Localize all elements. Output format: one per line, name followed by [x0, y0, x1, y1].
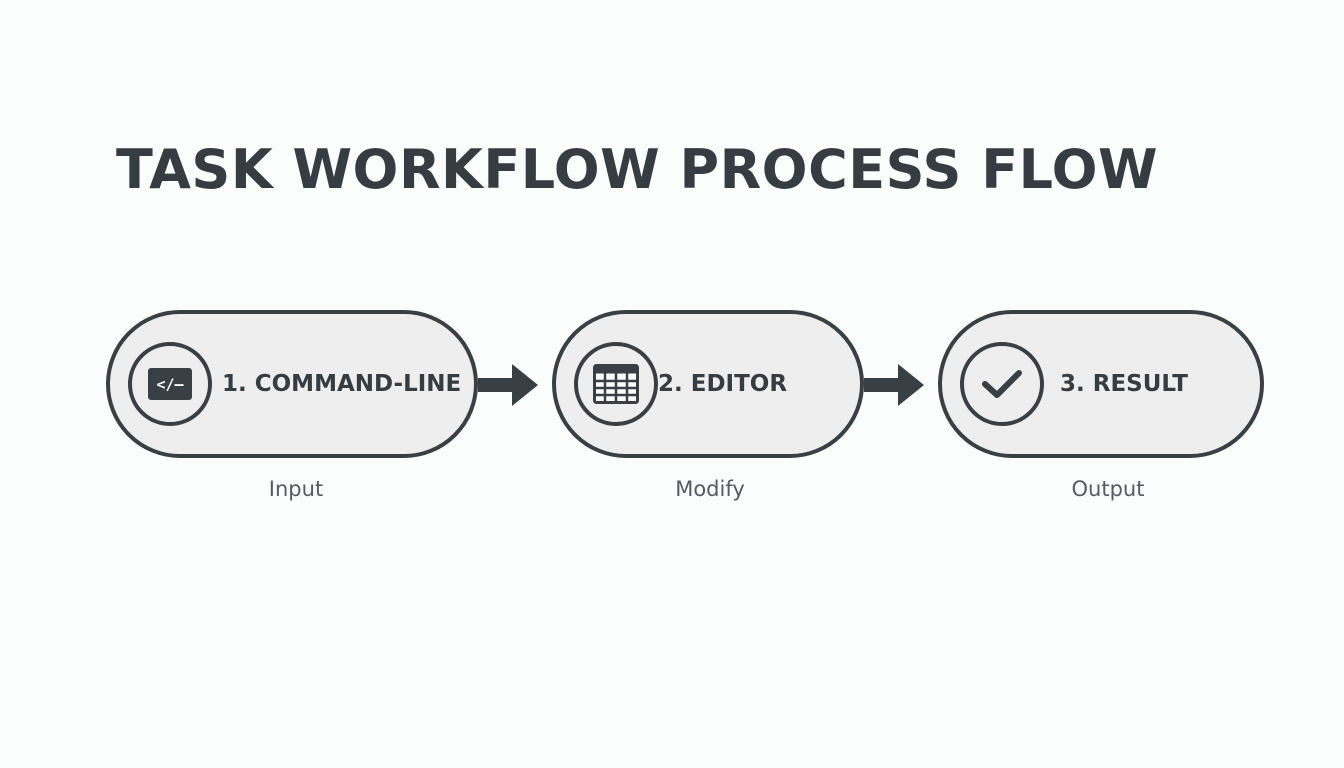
spreadsheet-icon-circle	[574, 342, 658, 426]
page-title: TASK WORKFLOW PROCESS FLOW	[116, 138, 1159, 201]
terminal-icon: </–	[148, 368, 192, 400]
step-label-editor: 2. EDITOR	[658, 371, 788, 397]
step-caption-modify: Modify	[675, 477, 745, 501]
step-caption-input: Input	[268, 477, 324, 501]
spreadsheet-grid-icon	[593, 364, 639, 404]
step-label-result: 3. RESULT	[1060, 371, 1188, 397]
step-caption-output: Output	[1071, 477, 1145, 501]
arrow-right-icon	[864, 364, 924, 406]
step-node-result: 3. RESULT	[938, 310, 1264, 458]
checkmark-icon	[982, 370, 1022, 398]
arrow-right-icon	[478, 364, 538, 406]
step-label-command-line: 1. COMMAND-LINE	[222, 371, 462, 397]
checkmark-icon-circle	[960, 342, 1044, 426]
step-node-command-line: </– 1. COMMAND-LINE	[106, 310, 478, 458]
terminal-icon-circle: </–	[128, 342, 212, 426]
step-node-editor: 2. EDITOR	[552, 310, 864, 458]
terminal-icon-glyph: </–	[156, 376, 184, 394]
